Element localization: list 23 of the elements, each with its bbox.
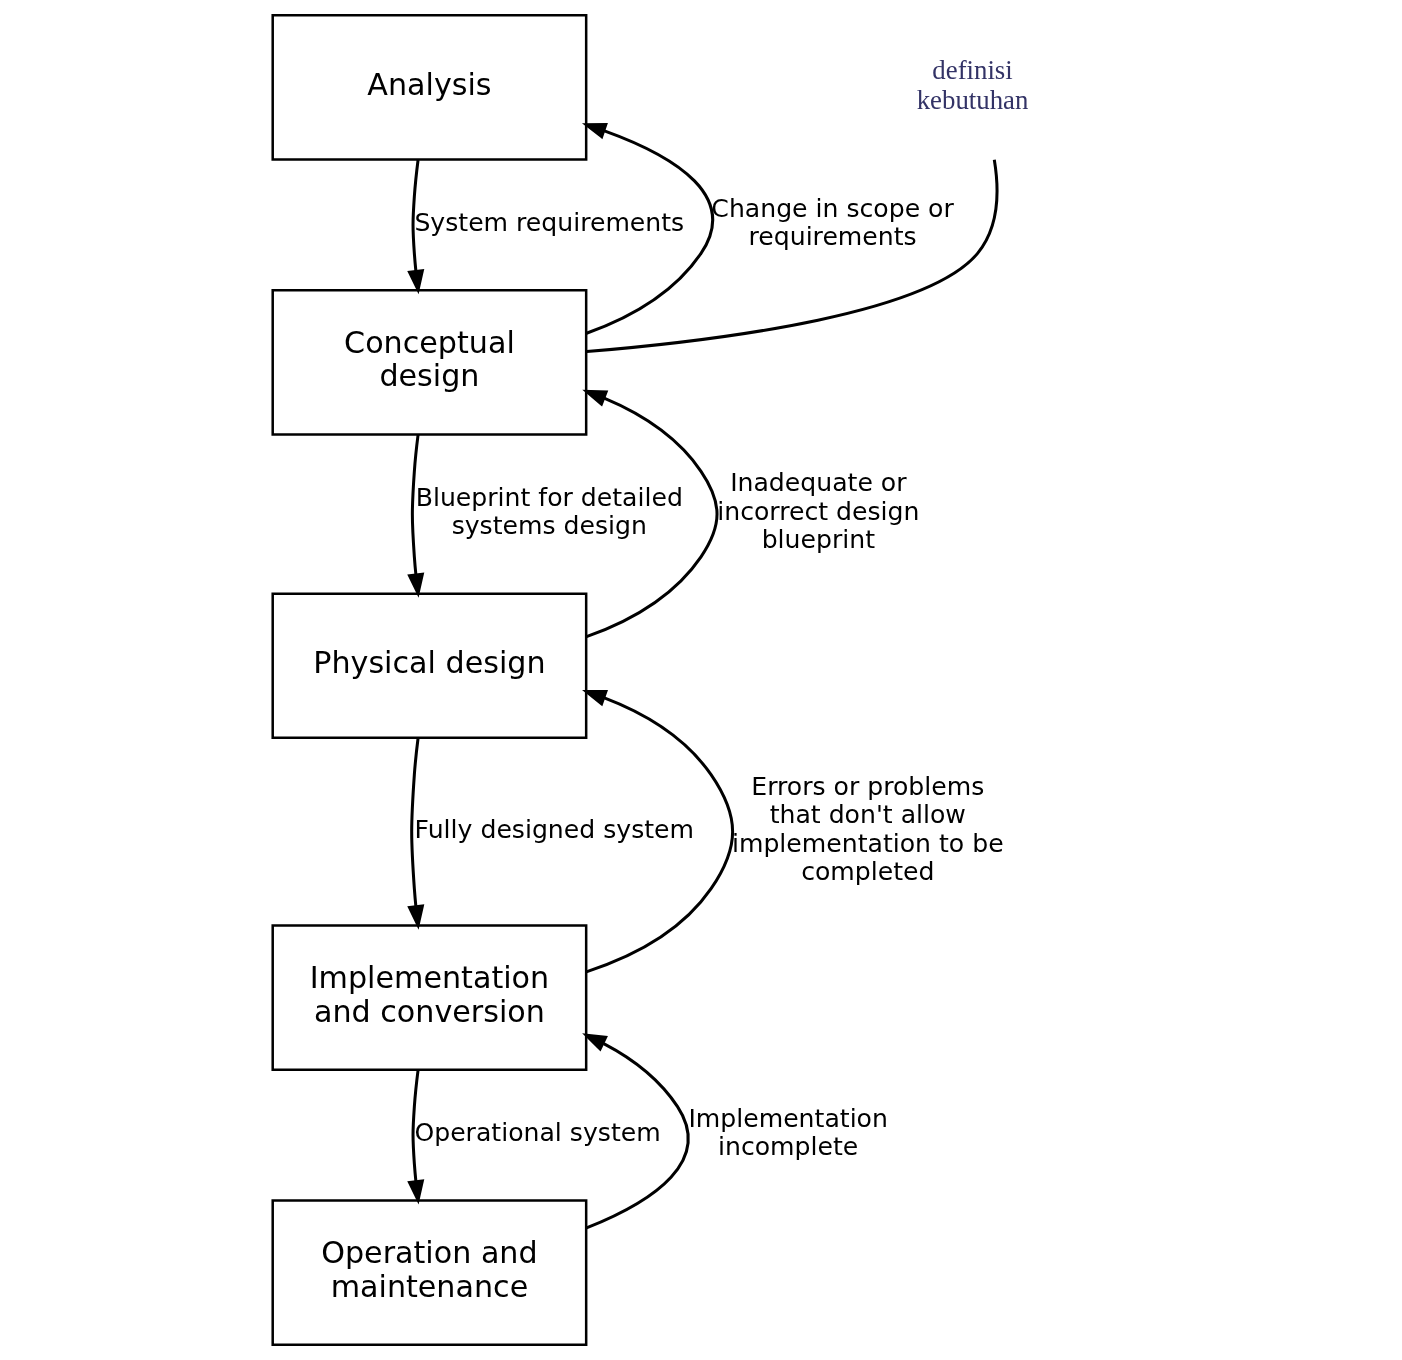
edge-label: Operational system (414, 1117, 661, 1147)
node-text: definisi kebutuhan (916, 54, 1029, 115)
connector (586, 159, 999, 354)
edge-label: Implementation incomplete (688, 1103, 888, 1162)
arrow (582, 690, 734, 974)
edge-label: Change in scope or requirements (711, 193, 954, 251)
arrow (407, 1070, 425, 1205)
arrow (407, 434, 425, 598)
edge-label: Errors or problems that don't allow implementation to be completed (731, 771, 1004, 887)
node-box: Conceptual design (271, 289, 588, 436)
arrow (407, 159, 425, 295)
node-box: Operation and maintenance (271, 1199, 588, 1346)
arrow (582, 389, 719, 639)
arrow (407, 738, 425, 930)
node-box: Implementation and conversion (271, 924, 588, 1071)
edge-label: Inadequate or incorrect design blueprint (717, 468, 920, 555)
edge-label: Fully designed system (414, 814, 695, 844)
node-box: Physical design (271, 592, 588, 740)
edge-label: System requirements (414, 207, 685, 237)
arrow (582, 1033, 690, 1230)
node-box: Analysis (271, 14, 588, 161)
arrow (581, 122, 714, 335)
edge-label: Blueprint for detailed systems design (415, 482, 683, 541)
